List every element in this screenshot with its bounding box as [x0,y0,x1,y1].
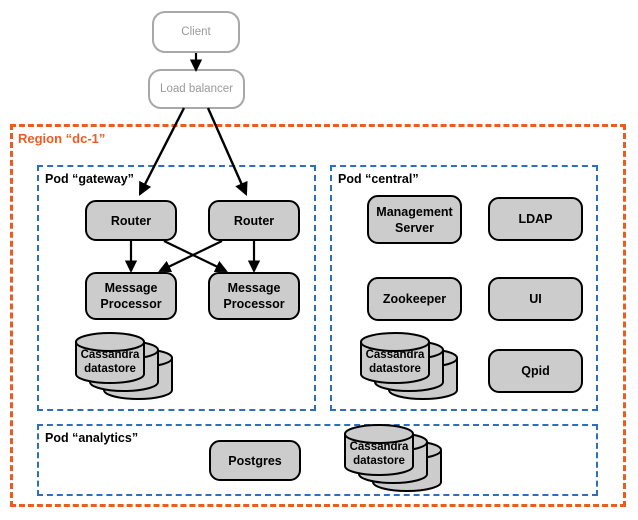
node-postgres[interactable]: Postgres [209,440,301,481]
node-management-server-label-line1: Management [376,204,453,219]
node-router-1-label: Router [110,213,152,228]
node-message-processor-2-label-line2: Processor [223,297,285,311]
cylinder-stack-icon [344,424,442,492]
pod-central-label: Pod “central” [338,172,419,186]
node-cassandra-datastore-central[interactable]: Cassandra datastore [360,332,485,403]
node-zookeeper[interactable]: Zookeeper [367,277,462,321]
node-management-server[interactable]: Management Server [367,195,462,244]
node-cassandra-datastore-gateway[interactable]: Cassandra datastore [75,332,200,403]
node-message-processor-1[interactable]: Message Processor [85,272,177,320]
node-ui[interactable]: UI [488,277,583,321]
node-ldap-label: LDAP [518,212,553,226]
node-management-server-label-line2: Server [395,220,434,235]
node-client[interactable]: Client [152,11,240,53]
node-router-2[interactable]: Router [208,200,300,241]
node-message-processor-2-label-line1: Message [227,281,281,295]
node-router-1[interactable]: Router [85,200,177,241]
node-message-processor-1-label-line1: Message [104,281,158,295]
pod-gateway-label: Pod “gateway” [45,172,134,186]
node-cassandra-datastore-analytics[interactable]: Cassandra datastore [344,424,469,495]
pod-analytics-label: Pod “analytics” [45,431,139,445]
node-message-processor-2[interactable]: Message Processor [208,272,300,320]
region-dc-1 [10,124,626,507]
node-qpid-label: Qpid [521,364,550,378]
pod-central [330,165,598,411]
node-client-label: Client [181,25,211,38]
node-ui-label: UI [529,292,542,306]
cylinder-stack-icon [360,332,458,400]
node-ldap[interactable]: LDAP [488,197,583,241]
cylinder-stack-icon [75,332,173,400]
node-qpid[interactable]: Qpid [488,349,583,393]
node-message-processor-1-label-line2: Processor [100,297,162,311]
node-zookeeper-label: Zookeeper [382,292,447,306]
node-load-balancer[interactable]: Load balancer [148,69,245,109]
pod-analytics [37,424,598,496]
node-load-balancer-label: Load balancer [160,82,233,95]
region-label: Region “dc-1” [18,131,106,146]
node-router-2-label: Router [233,213,275,228]
node-postgres-label: Postgres [228,453,282,468]
